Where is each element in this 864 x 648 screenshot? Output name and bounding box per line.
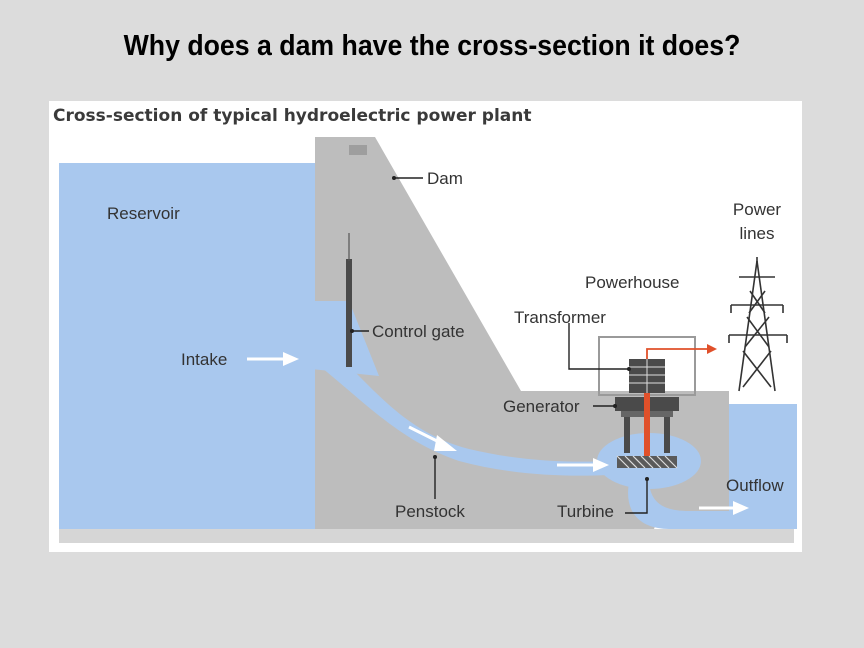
ground-strip [59, 529, 794, 543]
control-gate [346, 259, 352, 367]
label-power-lines-1: Power [733, 200, 782, 219]
label-outflow: Outflow [726, 476, 784, 495]
label-powerhouse: Powerhouse [585, 273, 680, 292]
leader-lines [350, 176, 649, 514]
label-generator: Generator [503, 397, 580, 416]
support-column [624, 417, 630, 453]
reservoir-water [59, 163, 359, 541]
label-transformer: Transformer [514, 308, 606, 327]
flow-arrows [247, 352, 749, 515]
figure-title: Cross-section of typical hydroelectric p… [53, 106, 532, 126]
turbine-shaft [644, 393, 650, 459]
slide-title: Why does a dam have the cross-section it… [123, 30, 741, 62]
draft-tube [628, 483, 794, 529]
hydro-diagram: Cross-section of typical hydroelectric p… [53, 106, 797, 543]
intake-mouth [307, 301, 379, 376]
hydro-cross-section-figure: Cross-section of typical hydroelectric p… [49, 101, 802, 552]
support-column [664, 417, 670, 453]
label-turbine: Turbine [557, 502, 614, 521]
dam-crest [349, 145, 367, 155]
power-line-wire [646, 348, 709, 359]
dam-body [315, 137, 791, 529]
pylon [728, 257, 788, 392]
label-dam: Dam [427, 169, 463, 188]
label-intake: Intake [181, 350, 227, 369]
label-control-gate: Control gate [372, 322, 465, 341]
turbine-blades [616, 455, 678, 469]
label-penstock: Penstock [395, 502, 465, 521]
penstock [311, 329, 609, 476]
label-power-lines-2: lines [740, 224, 775, 243]
label-reservoir: Reservoir [107, 204, 180, 223]
power-line-arrow [707, 344, 717, 354]
